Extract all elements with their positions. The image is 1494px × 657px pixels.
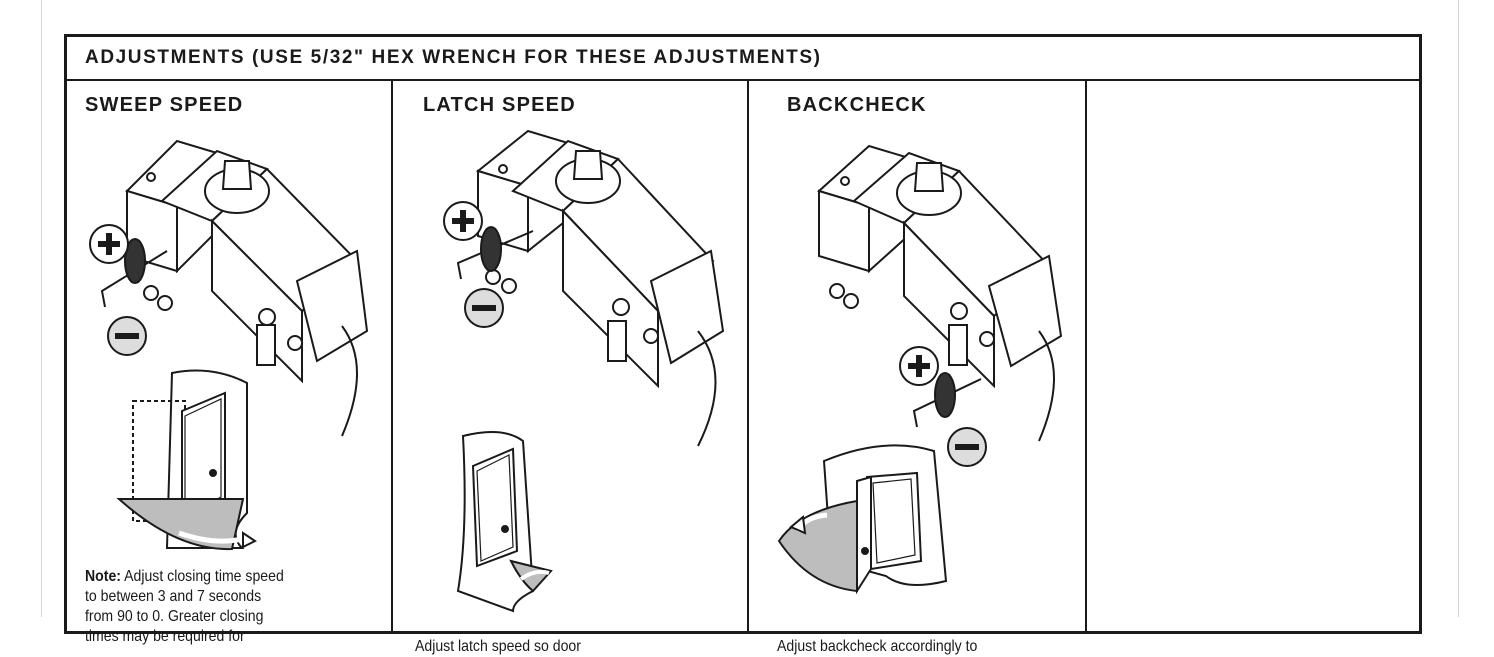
plus-icon [89,224,129,264]
latch-speed-illustration [443,129,725,613]
plus-icon [899,346,939,386]
backcheck-note: Adjust backcheck accordingly to [777,637,1067,657]
backcheck-column: BACKCHECK [749,81,1087,655]
adjustments-header: ADJUSTMENTS (USE 5/32" HEX WRENCH FOR TH… [67,37,1419,81]
latch-speed-note: Adjust latch speed so door [415,637,705,657]
door-backcheck-icon [777,444,948,595]
note-line-1: Adjust latch speed so door [415,638,581,655]
note-line-1: Adjust closing time speed [120,568,284,585]
door-sweep-icon [116,369,257,551]
door-closer-icon [125,139,369,437]
plus-icon [443,201,483,241]
sweep-speed-note: Note: Adjust closing time speed to betwe… [85,567,367,647]
hex-wrench-icon [100,238,168,308]
latch-speed-title: LATCH SPEED [423,94,576,116]
door-latch-icon [456,431,553,613]
minus-icon [464,288,504,328]
note-line-2: to between 3 and 7 seconds [85,588,262,605]
door-closer-icon [817,144,1063,442]
note-line-3: from 90 to 0. Greater closing [85,608,264,625]
latch-speed-column: LATCH SPEED [393,81,749,655]
door-closer-icon [475,129,725,447]
note-line-1: Adjust backcheck accordingly to [777,638,978,655]
hex-wrench-icon [456,226,534,280]
adjustments-columns: SWEEP SPEED [67,81,1422,655]
note-line-4: times may be required for [85,628,245,645]
sweep-speed-column: SWEEP SPEED [67,81,393,645]
minus-icon [107,316,147,356]
page-frame [41,0,1459,617]
minus-icon [947,427,987,467]
note-label: Note: [85,568,121,585]
backcheck-illustration [777,144,1063,595]
empty-column [1087,81,1422,631]
sweep-speed-illustration [89,139,369,551]
backcheck-title: BACKCHECK [787,94,927,116]
adjustments-panel: ADJUSTMENTS (USE 5/32" HEX WRENCH FOR TH… [64,34,1422,655]
hex-wrench-icon [912,372,982,428]
adjustments-title: ADJUSTMENTS (USE 5/32" HEX WRENCH FOR TH… [85,47,822,68]
sweep-speed-title: SWEEP SPEED [85,94,244,116]
